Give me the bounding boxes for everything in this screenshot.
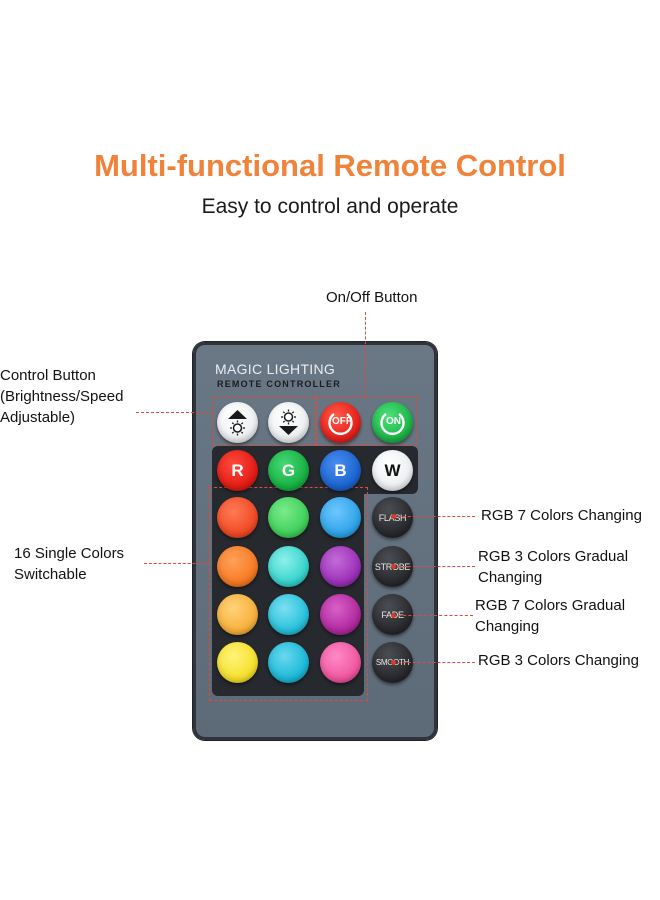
callout-dot-smooth	[391, 660, 396, 665]
callout-line-fade	[393, 615, 473, 616]
brightness-down-button[interactable]	[268, 402, 309, 443]
power-group-box	[316, 397, 417, 445]
color-button-orange[interactable]	[217, 546, 258, 587]
callout-on-off: On/Off Button	[326, 289, 418, 306]
power-on-icon	[380, 413, 405, 436]
color-button-cyan[interactable]	[268, 594, 309, 635]
callout-line-single-colors	[144, 563, 210, 564]
callout-strobe-line2: Changing	[478, 569, 543, 586]
off-label: OFF	[332, 416, 352, 427]
power-off-icon	[328, 413, 353, 436]
callout-line-strobe	[393, 566, 475, 567]
color-button-amber[interactable]	[217, 594, 258, 635]
color-button-red-orange[interactable]	[217, 497, 258, 538]
callout-line-control	[136, 412, 214, 413]
remote-brand: MAGIC LIGHTING	[215, 361, 336, 377]
brightness-up-icon	[228, 410, 247, 436]
brightness-up-button[interactable]	[217, 402, 258, 443]
color-button-purple[interactable]	[320, 546, 361, 587]
color-button-pink[interactable]	[320, 642, 361, 683]
callout-line-on-off	[365, 312, 366, 398]
red-label: R	[231, 460, 244, 480]
color-button-yellow[interactable]	[217, 642, 258, 683]
page-subtitle: Easy to control and operate	[201, 195, 459, 218]
blue-button[interactable]: B	[320, 450, 361, 491]
callout-dot-fade	[391, 613, 396, 618]
callout-dot-flash	[391, 514, 396, 519]
callout-control-line2: (Brightness/Speed	[0, 388, 124, 405]
color-button-magenta[interactable]	[320, 594, 361, 635]
white-button[interactable]: W	[372, 450, 413, 491]
callout-flash: RGB 7 Colors Changing	[481, 507, 642, 524]
callout-line-smooth	[393, 662, 475, 663]
control-group-box	[213, 397, 316, 445]
callout-single-line1: 16 Single Colors	[14, 545, 125, 562]
color-button-aqua[interactable]	[268, 546, 309, 587]
color-button-light-green[interactable]	[268, 497, 309, 538]
callout-dot-strobe	[391, 564, 396, 569]
callout-control-line3: Adjustable)	[0, 409, 76, 426]
callout-fade-line2: Changing	[475, 618, 540, 635]
on-button[interactable]: ON	[372, 402, 413, 443]
callout-line-flash	[393, 516, 475, 517]
callout-control-line1: Control Button	[0, 367, 96, 384]
callout-single-line2: Switchable	[14, 566, 87, 583]
blue-label: B	[334, 460, 347, 480]
off-button[interactable]: OFF	[320, 402, 361, 443]
remote-model: REMOTE CONTROLLER	[217, 379, 341, 389]
callout-fade-line1: RGB 7 Colors Gradual	[475, 597, 626, 614]
green-button[interactable]: G	[268, 450, 309, 491]
callout-smooth: RGB 3 Colors Changing	[478, 652, 639, 669]
color-button-turquoise[interactable]	[268, 642, 309, 683]
green-label: G	[281, 460, 296, 480]
callout-strobe-line1: RGB 3 Colors Gradual	[478, 548, 629, 565]
color-button-sky-blue[interactable]	[320, 497, 361, 538]
red-button[interactable]: R	[217, 450, 258, 491]
on-label: ON	[386, 416, 401, 427]
white-label: W	[384, 460, 401, 480]
page-title: Multi-functional Remote Control	[94, 148, 566, 183]
brightness-down-icon	[279, 409, 298, 435]
